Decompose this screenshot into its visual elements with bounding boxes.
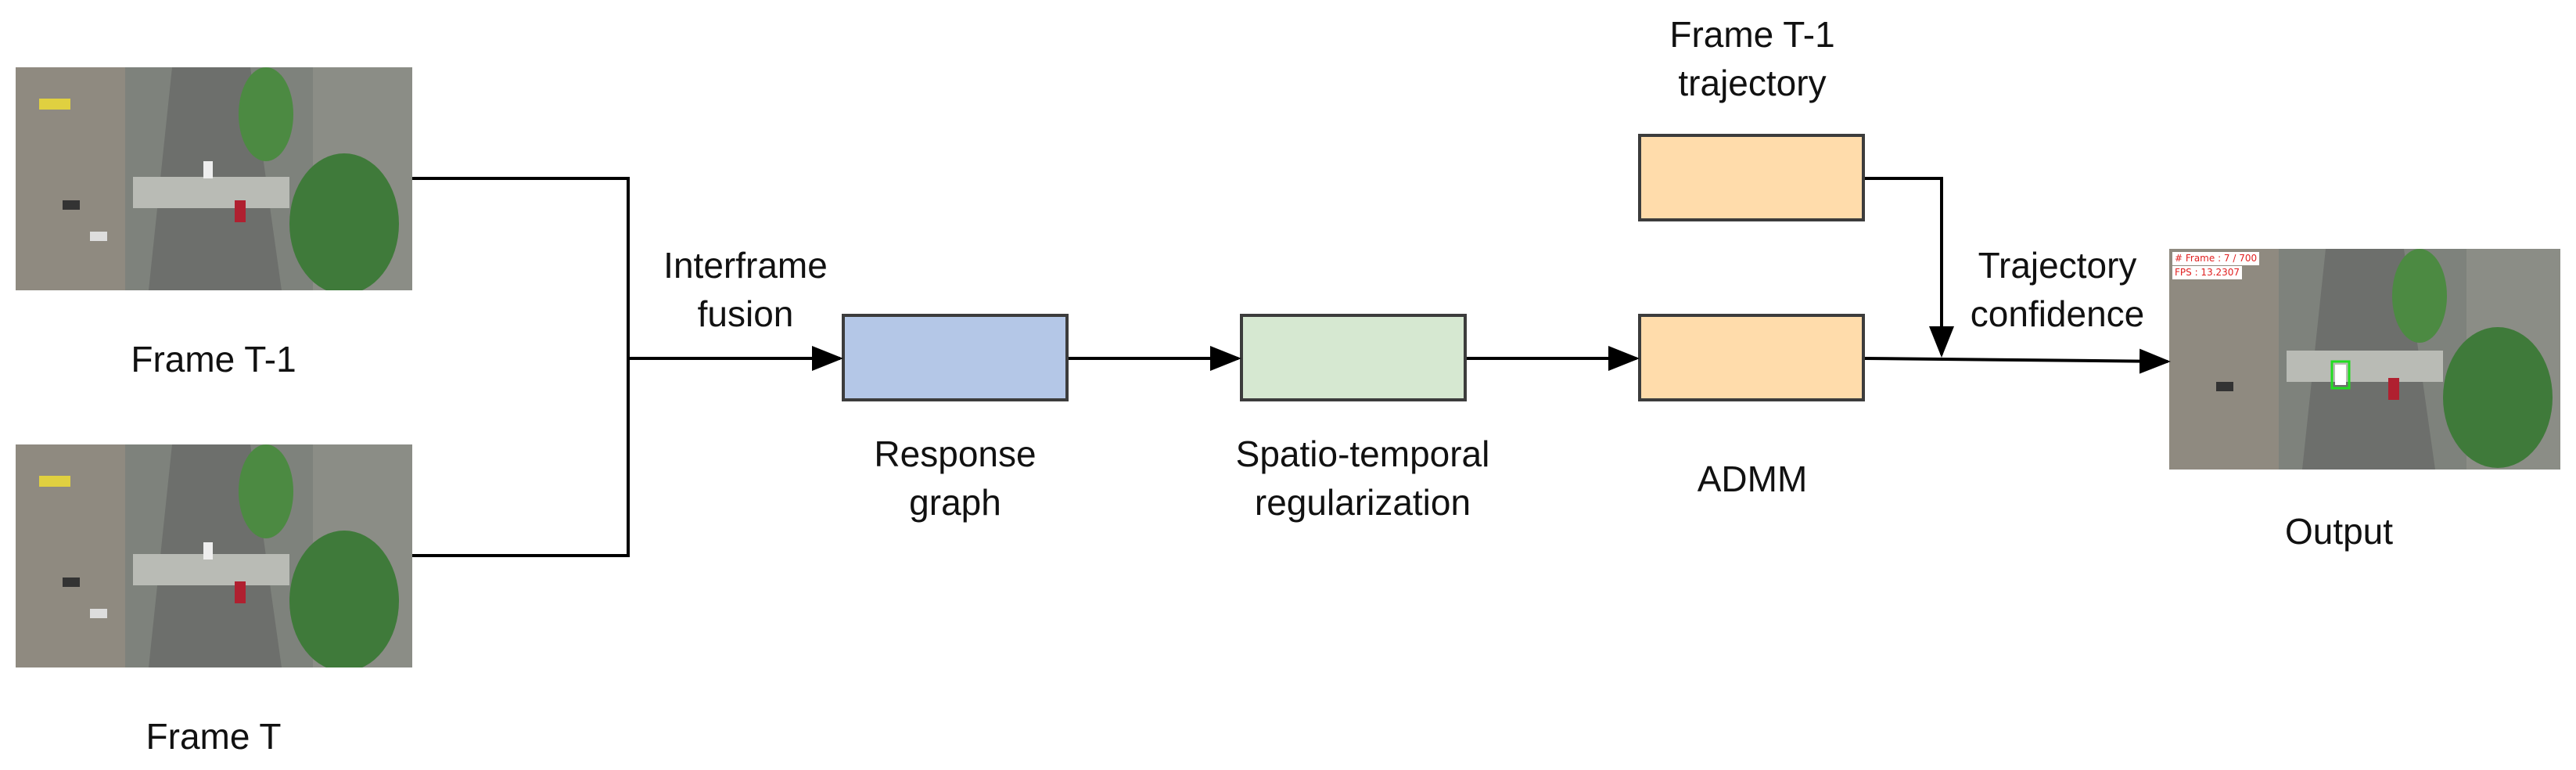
spatio-label-line1: Spatio-temporal [1235, 434, 1490, 474]
tracking-box [2330, 360, 2351, 390]
output-frame-counter: # Frame : 7 / 700 [2172, 252, 2260, 265]
fusion-label-line1: Interframe [663, 245, 828, 286]
frame-t-minus-1-label: Frame T-1 [131, 339, 296, 380]
output-fps-readout: FPS : 13.2307 [2172, 266, 2243, 279]
trajectory-label: Frame T-1 trajectory [1669, 10, 1834, 107]
frame-t-image [16, 444, 412, 667]
response-label-line1: Response [874, 434, 1037, 474]
trajectory-to-junction-arrow [1865, 177, 1954, 358]
output-label: Output [2284, 511, 2394, 552]
admm-to-output-arrow [1864, 348, 2171, 374]
fusion-label-line2: fusion [697, 293, 794, 334]
trajectory-confidence-label: Trajectory confidence [1971, 241, 2145, 338]
output-image: # Frame : 7 / 700 FPS : 13.2307 [2169, 249, 2560, 470]
trajectory-box [1638, 134, 1865, 221]
spatio-temporal-box [1240, 314, 1467, 401]
response-label-line2: graph [909, 482, 1001, 523]
fusion-label: Interframe fusion [663, 241, 828, 338]
frame-t-minus-1-connector [412, 177, 630, 557]
response-graph-label: Response graph [874, 430, 1036, 527]
trajectory-label-line2: trajectory [1678, 63, 1827, 103]
frame-t-minus-1-image [16, 67, 412, 290]
spatio-temporal-label: Spatio-temporal regularization [1236, 430, 1490, 527]
spatio-label-line2: regularization [1254, 482, 1471, 523]
admm-box [1638, 314, 1865, 401]
response-graph-box [842, 314, 1069, 401]
trajectory-label-line1: Frame T-1 [1669, 14, 1835, 55]
admm-label: ADMM [1697, 459, 1808, 499]
confidence-label-line1: Trajectory [1978, 245, 2137, 286]
frame-t-label: Frame T [146, 716, 282, 757]
confidence-label-line2: confidence [1970, 293, 2145, 334]
